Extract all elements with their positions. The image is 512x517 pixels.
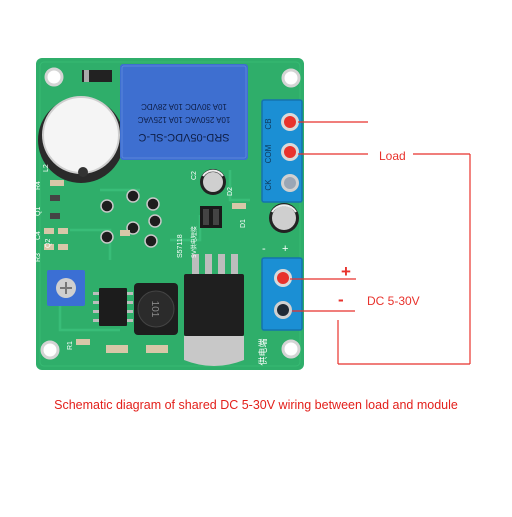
dc-supply-label: DC 5-30V: [367, 294, 420, 308]
terminal-label-cb: CB: [264, 118, 273, 129]
smd-parts: [44, 180, 246, 353]
silk-plus: +: [282, 243, 288, 255]
capacitor-c2: [200, 169, 226, 195]
voltage-regulator: [184, 254, 244, 366]
terminal-block-power: 供电端: [257, 257, 303, 366]
terminal-label-power: 供电端: [257, 338, 269, 365]
relay-rating-text-2: 10A 30VDC 10A 28VDC: [141, 102, 227, 111]
ic-chip: [93, 288, 133, 326]
terminal-label-ck: CK: [264, 179, 273, 191]
silk-c2: C2: [191, 171, 198, 180]
silk-5v-short: 5V供电短接: [190, 226, 198, 258]
silk-l2: L2: [43, 164, 50, 172]
negative-sign: -: [338, 290, 344, 309]
terminal-block-output: CB COM CK: [261, 99, 303, 203]
silk-q2: Q2: [45, 239, 52, 248]
buzzer: [38, 96, 124, 183]
silk-s57118: S57118: [177, 234, 184, 258]
silk-r4: R4: [35, 181, 42, 190]
jumper: [200, 206, 222, 228]
wiring: [290, 121, 471, 365]
diagram-caption: Schematic diagram of shared DC 5-30V wir…: [54, 398, 458, 412]
capacitor-c1: [269, 203, 299, 233]
positive-sign: +: [341, 262, 351, 281]
silk-minus: -: [262, 243, 266, 255]
potentiometer: [47, 270, 85, 306]
load-label: Load: [379, 149, 406, 163]
silk-r1: R1: [67, 341, 74, 350]
relay: SRD-05VDC-SL-C 10A 250VAC 10A 125VAC 10A…: [120, 64, 248, 160]
terminal-label-com: COM: [264, 144, 273, 163]
silk-d1: D1: [240, 219, 247, 228]
mounting-holes: [40, 67, 301, 360]
inductor-marking: 101: [149, 301, 160, 318]
diode-d3: [82, 70, 112, 82]
silk-q1: Q1: [35, 207, 42, 216]
silk-c4: C4: [35, 231, 42, 240]
relay-model-text: SRD-05VDC-SL-C: [138, 131, 229, 143]
silk-d2: D2: [227, 187, 234, 196]
relay-rating-text-1: 10A 250VAC 10A 125VAC: [137, 115, 230, 124]
inductor: 101: [134, 283, 178, 335]
silk-r3: R3: [35, 253, 42, 262]
